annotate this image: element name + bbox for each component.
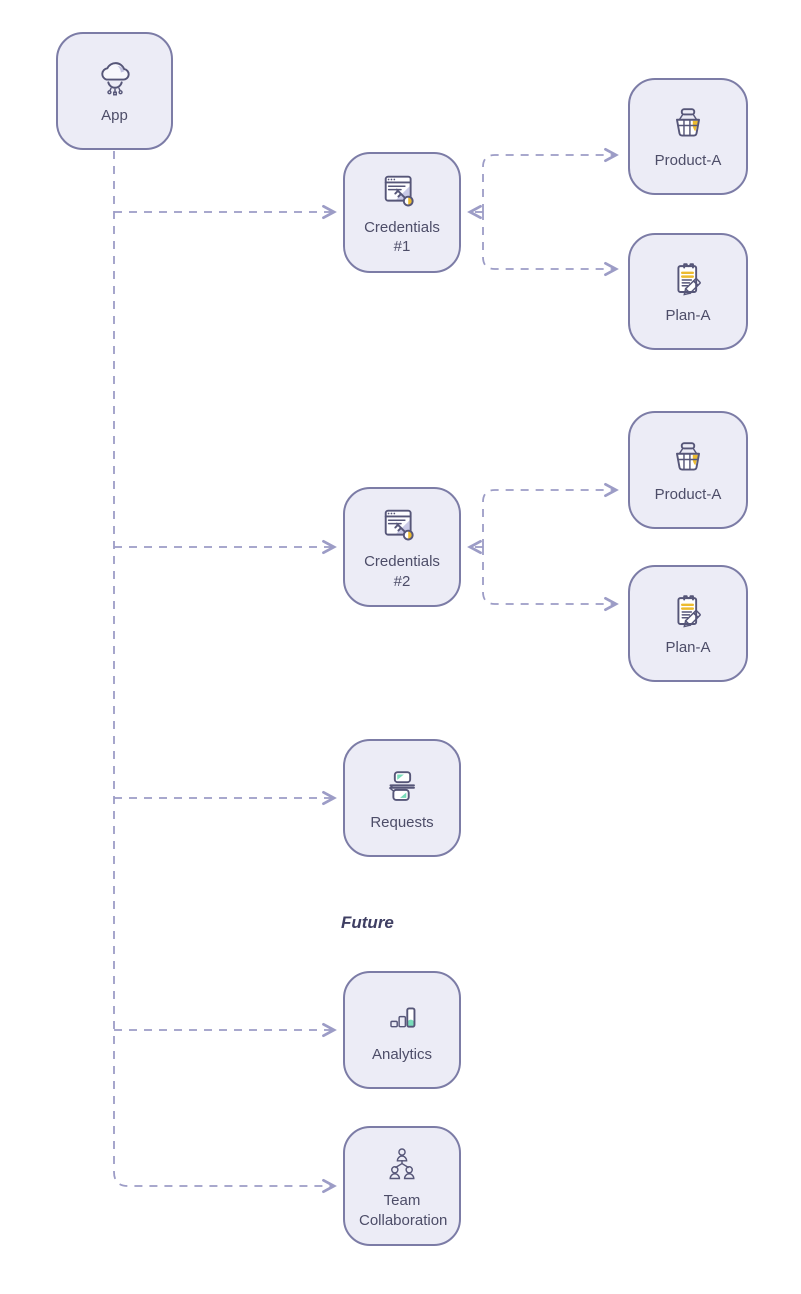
- node-app[interactable]: App: [56, 32, 173, 150]
- edge-credentials-1-product-a-1: [482, 147, 619, 212]
- node-label: Product-A: [654, 485, 722, 503]
- edge-credentials-2-plan-a-2: [482, 547, 619, 612]
- node-label: Plan-A: [665, 307, 711, 325]
- node-analytics[interactable]: Analytics: [343, 971, 461, 1089]
- node-label: Analytics: [371, 1045, 433, 1063]
- clipboard-pencil-icon: [665, 589, 711, 635]
- node-requests[interactable]: Requests: [343, 739, 461, 857]
- node-product-a-1[interactable]: Product-A: [628, 78, 748, 195]
- basket-icon: [665, 436, 711, 482]
- node-label: Requests: [370, 813, 434, 831]
- basket-icon: [665, 102, 711, 148]
- team-icon: [379, 1142, 425, 1188]
- edge-app-team-collaboration: [113, 151, 337, 1194]
- edge-credentials-2-product-a-2: [482, 482, 619, 547]
- node-label: Product-A: [654, 152, 722, 170]
- node-label: Credentials #1: [364, 218, 440, 256]
- node-label: Plan-A: [665, 639, 711, 657]
- node-credentials-1[interactable]: Credentials #1: [343, 152, 461, 273]
- node-label: App: [101, 106, 128, 124]
- future-label: Future: [341, 913, 394, 932]
- node-team-collaboration[interactable]: Team Collaboration: [343, 1126, 461, 1246]
- node-plan-a-1[interactable]: Plan-A: [628, 233, 748, 350]
- node-product-a-2[interactable]: Product-A: [628, 411, 748, 529]
- bar-chart-icon: [379, 996, 425, 1042]
- documents-exchange-icon: [379, 764, 425, 810]
- node-plan-a-2[interactable]: Plan-A: [628, 565, 748, 682]
- cloud-circuit-icon: [92, 57, 138, 103]
- node-label: Team Collaboration: [359, 1192, 448, 1229]
- clipboard-pencil-icon: [665, 257, 711, 303]
- browser-key-icon: [379, 503, 425, 549]
- node-label: Credentials #2: [364, 553, 440, 590]
- browser-key-icon: [379, 169, 425, 215]
- edge-credentials-1-plan-a-1: [482, 212, 619, 277]
- node-credentials-2[interactable]: Credentials #2: [343, 487, 461, 607]
